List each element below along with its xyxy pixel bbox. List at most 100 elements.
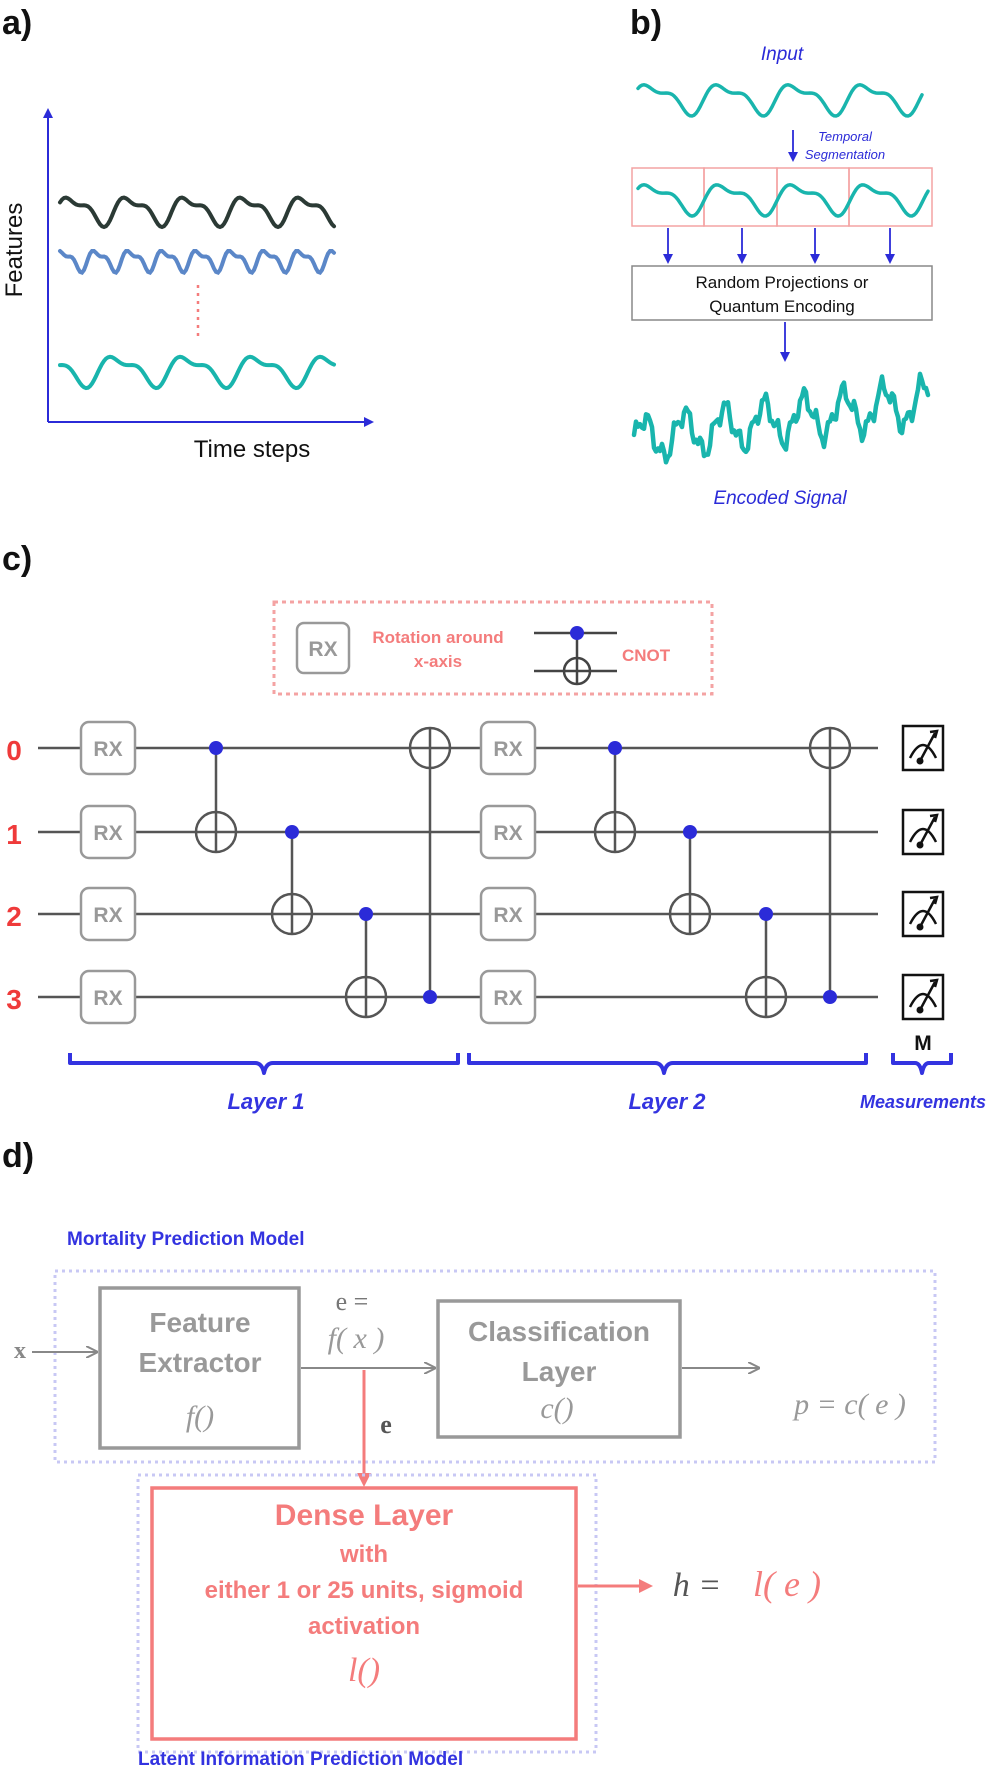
latent-model-title: Latent Information Prediction Model (138, 1749, 463, 1767)
meter-needle-icon (918, 981, 937, 1011)
panel-c-label: c) (2, 540, 32, 578)
meter-arc-icon (908, 743, 938, 759)
rx-gate-text: RX (493, 987, 522, 1010)
cnot-control-dot-L1-3 (423, 990, 437, 1004)
panel-b-label: b) (630, 4, 662, 42)
e-label: e (380, 1410, 392, 1439)
rx-gate-L2-q1 (479, 804, 537, 860)
meter-arrowhead-icon (929, 813, 939, 823)
meter-pivot-icon (916, 923, 924, 931)
cnot-control-dot-L1-2 (359, 907, 373, 921)
gate-legend: RX Rotation around x-axis CNOT (272, 600, 714, 696)
feature-extractor-box (98, 1286, 301, 1450)
dense-layer-units: either 1 or 25 units, sigmoid (205, 1577, 524, 1604)
meter-arc-icon (908, 909, 938, 925)
legend-cnot-label: CNOT (622, 646, 671, 665)
mortality-model-title: Mortality Prediction Model (67, 1229, 305, 1250)
feature-signal-2 (58, 249, 336, 275)
rx-gate-text: RX (93, 822, 122, 845)
feature-extractor-fn: f() (186, 1400, 214, 1433)
meter-pivot-icon (916, 757, 924, 765)
layer1-label: Layer 1 (227, 1089, 304, 1114)
measurements-label: Measurements (860, 1092, 986, 1112)
legend-box (272, 600, 714, 696)
segmentation-label-2: Segmentation (805, 147, 885, 162)
qubit-label-0: 0 (6, 735, 22, 766)
mortality-model-box (53, 1269, 937, 1464)
input-signal (636, 83, 924, 118)
segmentation-label-1: Temporal (818, 129, 873, 144)
panel-b: b) Input Temporal Segmentation Random Pr… (630, 4, 933, 509)
panel-d-label: d) (2, 1137, 34, 1175)
rx-gate-L1-q3 (79, 969, 137, 1025)
meter-arrowhead-icon (929, 895, 939, 905)
layer2-label: Layer 2 (628, 1089, 706, 1114)
measurements-brace (891, 1053, 953, 1075)
encoding-label-2: Quantum Encoding (709, 297, 855, 316)
measure-m-label: M (914, 1032, 932, 1055)
layer-braces: Layer 1 Layer 2 Measurements M (68, 1032, 986, 1114)
qubit-label-3: 3 (6, 984, 22, 1015)
feature-signal-n (58, 354, 336, 391)
classification-layer-box (436, 1299, 682, 1439)
f-of-x-label: f( x ) (328, 1322, 385, 1355)
rx-gate-L1-q1 (79, 804, 137, 860)
panel-a: a) Features Time steps (1, 4, 374, 463)
classification-label-2: Layer (522, 1356, 597, 1387)
cnot-control-dot-L1-0 (209, 741, 223, 755)
panel-a-label: a) (2, 4, 32, 42)
encoding-box (631, 265, 933, 321)
encoding-label-1: Random Projections or (696, 273, 869, 292)
rx-gate-text: RX (493, 738, 522, 761)
dense-layer-box (150, 1486, 578, 1741)
meter-arrowhead-icon (929, 978, 939, 988)
dense-layer-title: Dense Layer (275, 1499, 454, 1532)
cnot-control-dot-L1-1 (285, 825, 299, 839)
dense-layer-activation: activation (308, 1613, 420, 1640)
feature-signal-1 (58, 195, 336, 230)
dense-layer-fn: l() (348, 1652, 380, 1689)
y-axis-label: Features (1, 203, 28, 298)
legend-rotation-2: x-axis (414, 652, 462, 671)
cnot-control-dot-L2-0 (608, 741, 622, 755)
meter-needle-icon (918, 816, 937, 846)
legend-rx-gate (295, 621, 351, 675)
feature-extractor-label-1: Feature (149, 1307, 250, 1338)
rx-gate-text: RX (493, 822, 522, 845)
meter-arc-icon (908, 827, 938, 843)
rx-gate-L2-q0 (479, 720, 537, 776)
layer1-brace (68, 1053, 460, 1075)
feature-extractor-label-2: Extractor (139, 1347, 262, 1378)
x-axis-label: Time steps (194, 436, 310, 463)
prediction-equation: p = c( e ) (792, 1388, 906, 1421)
meter-pivot-icon (916, 841, 924, 849)
rx-gate-L1-q2 (79, 886, 137, 942)
panel-d: d) Mortality Prediction Model x Feature … (2, 1137, 937, 1767)
rx-gate-L2-q2 (479, 886, 537, 942)
rx-gate-text: RX (493, 904, 522, 927)
cnot-control-dot-L2-3 (823, 990, 837, 1004)
dense-layer-with: with (339, 1541, 388, 1568)
meter-needle-icon (918, 898, 937, 928)
legend-rotation-1: Rotation around (372, 628, 503, 647)
segment-4 (848, 167, 933, 227)
h-equals: h = (673, 1567, 721, 1604)
panel-c: c) RX Rotation around x-axis CNOT 0123RX… (2, 540, 986, 1114)
cnot-control-dot-L2-2 (759, 907, 773, 921)
legend-rx-text: RX (308, 638, 337, 661)
meter-needle-icon (918, 732, 937, 762)
cnot-control-dot-L2-1 (683, 825, 697, 839)
rx-gate-text: RX (93, 904, 122, 927)
input-label: Input (761, 44, 804, 65)
layer2-brace (467, 1053, 868, 1075)
rx-gate-L1-q0 (79, 720, 137, 776)
e-equals-label: e = (336, 1287, 369, 1316)
meter-arrowhead-icon (929, 729, 939, 739)
legend-control-dot (570, 626, 584, 640)
qubit-label-1: 1 (6, 819, 22, 850)
encoded-signal-label: Encoded Signal (713, 488, 847, 509)
meter-pivot-icon (916, 1006, 924, 1014)
l-of-e: l( e ) (753, 1564, 821, 1604)
